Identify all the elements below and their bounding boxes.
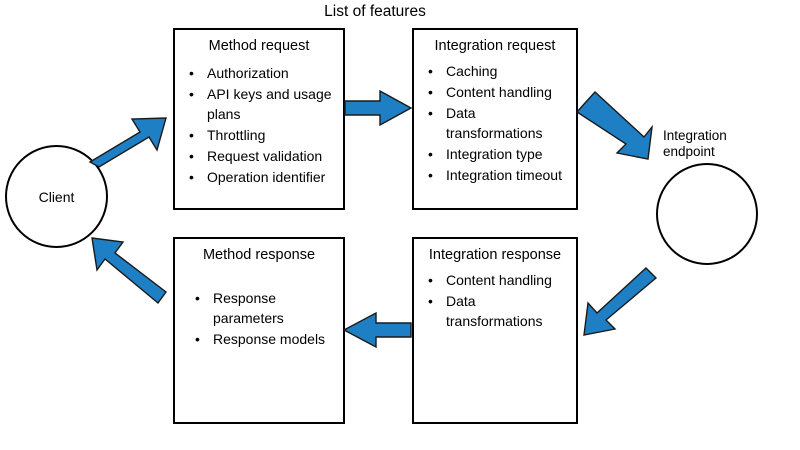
list-item: API keys and usage plans (187, 84, 337, 124)
list-item: Response parameters (193, 288, 341, 328)
list-item: Caching (426, 61, 574, 81)
node-method-request: Method request Authorization API keys an… (173, 28, 345, 210)
node-integration-response: Integration response Content handling Da… (412, 237, 578, 424)
node-method-response-title: Method response (202, 247, 316, 263)
arrow-method-response-to-client (91, 237, 167, 305)
arrow-endpoint-to-integration-response (583, 267, 658, 336)
node-method-request-title: Method request (208, 38, 310, 54)
list-item: Data transformations (426, 103, 574, 143)
arrow-method-request-to-integration-request (344, 89, 413, 127)
diagram-title: List of features (324, 3, 426, 20)
list-item: Operation identifier (187, 167, 337, 187)
integration-response-feature-list: Content handling Data transformations (426, 270, 574, 332)
node-method-response: Method response Response parameters Resp… (173, 237, 345, 424)
node-client: Client (5, 145, 108, 248)
method-response-feature-list: Response parameters Response models (193, 288, 341, 350)
list-item: Authorization (187, 63, 337, 83)
list-item: Integration type (426, 144, 574, 164)
list-item: Content handling (426, 270, 574, 290)
node-integration-response-title: Integration response (428, 247, 562, 263)
list-item: Data transformations (426, 291, 574, 331)
list-item: Integration timeout (426, 165, 574, 185)
node-client-label: Client (38, 188, 75, 205)
method-request-feature-list: Authorization API keys and usage plans T… (187, 63, 337, 188)
list-item: Response models (193, 329, 341, 349)
arrow-integration-response-to-method-response (342, 311, 412, 349)
list-item: Request validation (187, 146, 337, 166)
node-integration-endpoint-label: Integration endpoint (663, 128, 727, 159)
integration-request-feature-list: Caching Content handling Data transforma… (426, 61, 574, 186)
list-item: Content handling (426, 82, 574, 102)
node-integration-request: Integration request Caching Content hand… (412, 28, 578, 210)
node-integration-endpoint (656, 163, 758, 265)
arrow-client-to-method-request (88, 117, 167, 168)
arrow-integration-request-to-endpoint (575, 91, 654, 160)
node-integration-request-title: Integration request (434, 38, 556, 54)
list-item: Throttling (187, 125, 337, 145)
